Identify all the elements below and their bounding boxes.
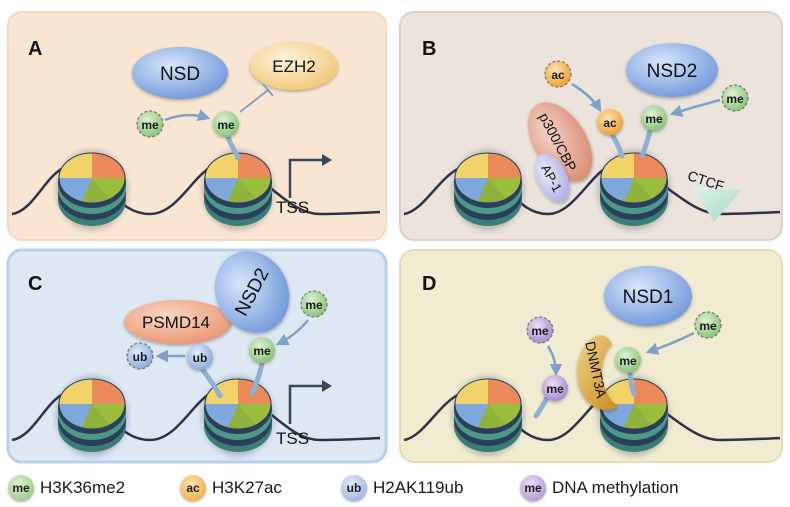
tss-arrow — [288, 384, 326, 424]
inhibition-line — [239, 89, 269, 113]
legend-item-h3k36me2: me H3K36me2 — [8, 474, 125, 502]
me-text: me — [645, 112, 663, 126]
me-text: me — [619, 354, 637, 368]
ac-text: ac — [551, 68, 565, 82]
dna-me-mark-bound — [542, 375, 568, 401]
ac-mark-icon: ac — [180, 475, 206, 501]
me-mark-bound — [615, 347, 641, 373]
ac-text: ac — [603, 116, 617, 130]
transfer-arrow — [546, 345, 563, 377]
legend-item-h3k27ac: ac H3K27ac — [180, 474, 282, 502]
transfer-arrow — [275, 319, 309, 346]
nsd1-label: NSD1 — [623, 287, 674, 308]
nucleosome — [598, 150, 670, 230]
ezh2-label: EZH2 — [272, 57, 315, 76]
nsd2-protein — [626, 43, 718, 97]
legend-item-h2ak119ub: ub H2AK119ub — [341, 474, 463, 502]
ub-text: ub — [133, 350, 148, 364]
nsd-label: NSD — [160, 64, 200, 85]
nsd2-protein — [214, 251, 290, 333]
ub-mark-free — [126, 342, 154, 370]
me-text: me — [253, 344, 271, 358]
dna-me-mark-icon: me — [520, 475, 546, 501]
panel-c-letter: C — [28, 273, 42, 295]
nucleosome — [452, 150, 524, 230]
me-mark-bound — [641, 105, 667, 131]
tss-label: TSS — [276, 198, 309, 217]
nsd1-protein — [604, 266, 692, 326]
legend-label: H3K27ac — [212, 478, 282, 497]
me-mark-free — [300, 290, 328, 318]
me-mark-free — [694, 311, 722, 339]
me-text: me — [726, 92, 744, 106]
panel-b-letter: B — [422, 38, 436, 60]
me-mark-bound — [213, 111, 239, 137]
transfer-arrow — [571, 82, 602, 113]
legend-item-dna-methylation: me DNA methylation — [520, 474, 679, 502]
ctcf-protein — [692, 186, 742, 222]
legend-label: H2AK119ub — [373, 478, 464, 497]
ap1-protein — [534, 153, 570, 203]
me-mark-bound — [249, 337, 275, 363]
nsd2-label: NSD2 — [647, 61, 698, 82]
me-text: me — [217, 118, 235, 132]
me-mark-free — [136, 110, 164, 138]
ac-mark-bound — [597, 109, 623, 135]
legend-label: H3K36me2 — [40, 478, 126, 497]
me-mark-icon: me — [8, 475, 34, 501]
panel-c: C TSS PSMD14 NSD2 ub ub me me — [11, 251, 381, 456]
panel-d: D NSD1 DNMT3A me me me me — [403, 266, 781, 456]
legend: me H3K36me2 ac H3K27ac ub H2AK119ub me D… — [8, 474, 788, 504]
legend-label: DNA methylation — [552, 478, 679, 497]
transfer-arrow — [645, 331, 695, 355]
transfer-arrow — [669, 98, 721, 117]
me-text: me — [546, 382, 564, 396]
me-text: me — [141, 118, 159, 132]
nucleosome — [202, 150, 274, 230]
dnmt3a-protein — [577, 335, 618, 411]
ezh2-protein — [250, 42, 338, 90]
me-text: me — [531, 324, 549, 338]
ac-mark-free — [544, 60, 572, 88]
panel-a-letter: A — [28, 38, 42, 60]
ub-mark-bound — [187, 344, 213, 370]
psmd14-protein — [124, 300, 232, 344]
nucleosome — [452, 376, 524, 456]
tss-label: TSS — [276, 429, 309, 448]
panel-b: B CTCF p300/CBP AP-1 NSD2 ac ac me me — [403, 38, 781, 230]
nucleosome — [56, 150, 128, 230]
me-mark-free — [721, 84, 749, 112]
me-text: me — [305, 298, 323, 312]
panel-d-letter: D — [422, 273, 436, 295]
ub-text: ub — [193, 351, 208, 365]
dna-me-mark-free — [526, 316, 554, 344]
tss-arrow — [288, 158, 326, 198]
ub-mark-icon: ub — [341, 475, 367, 501]
transfer-arrow — [164, 109, 211, 122]
panel-a: A TSS NSD EZH2 me me — [11, 38, 381, 230]
me-text: me — [699, 319, 717, 333]
nucleosome — [56, 376, 128, 456]
psmd14-label: PSMD14 — [142, 313, 210, 332]
nsd-protein — [132, 47, 228, 99]
